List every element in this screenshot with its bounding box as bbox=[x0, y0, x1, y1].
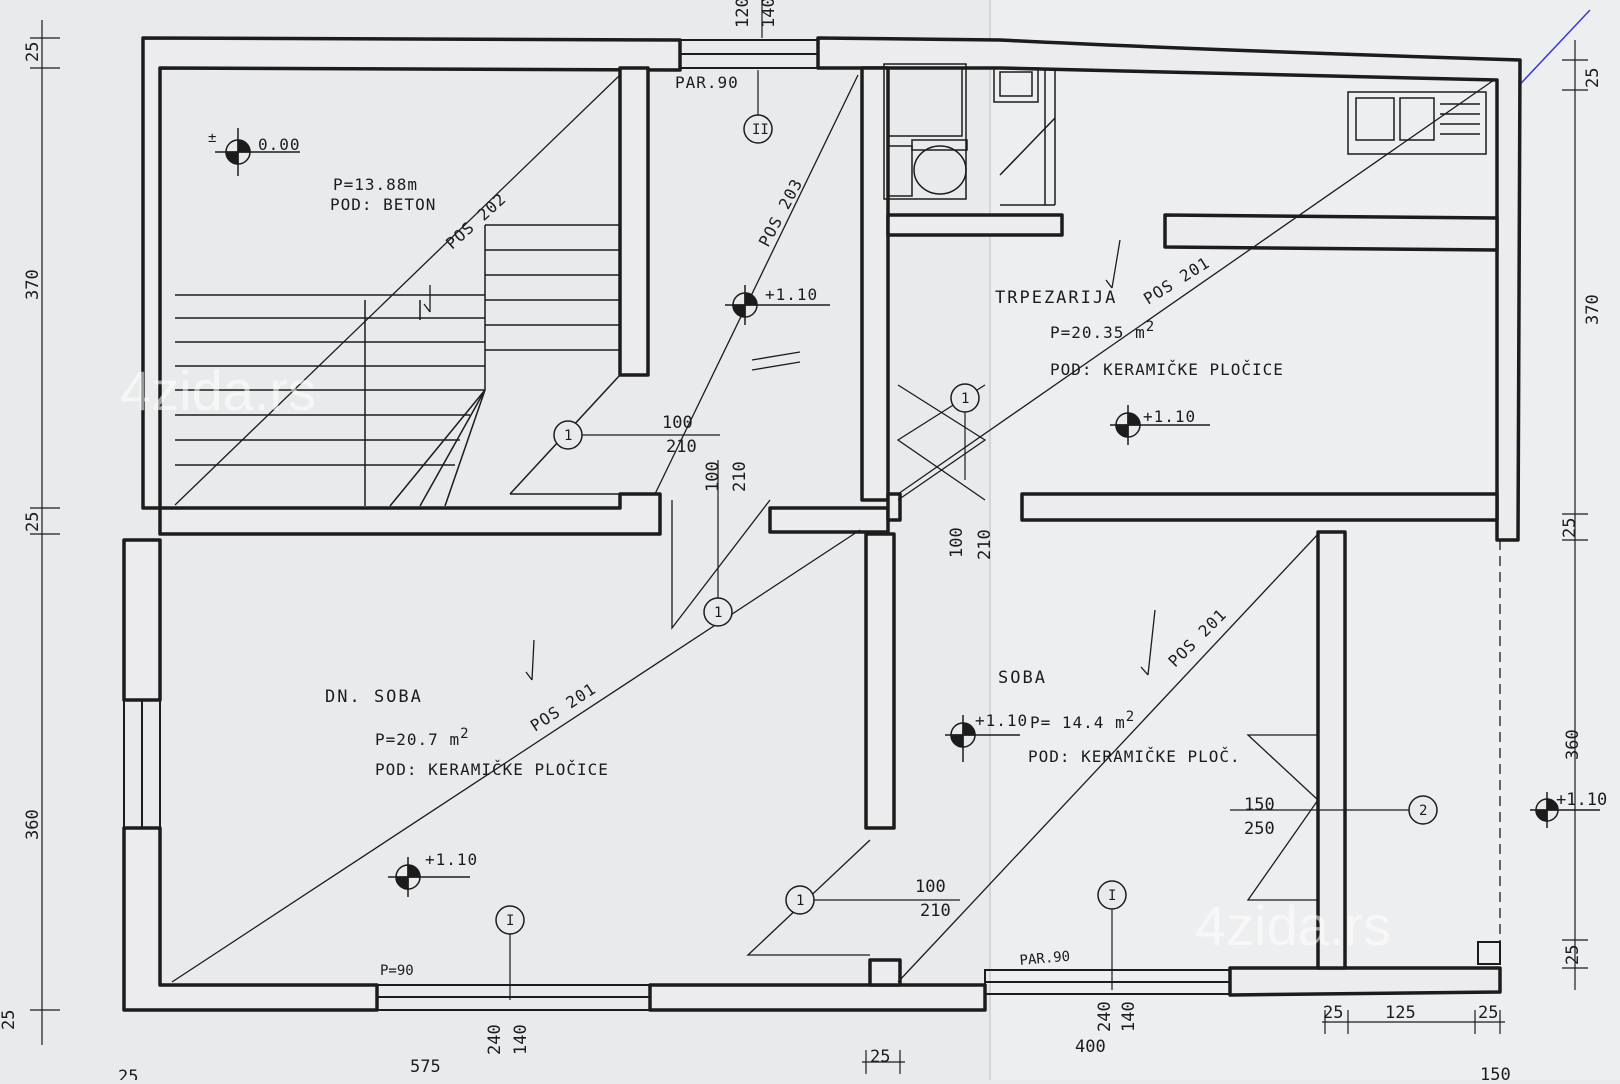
dim-bottom-c: 400 bbox=[1075, 1037, 1106, 1057]
dim-bottom-g: 150 bbox=[1480, 1065, 1511, 1080]
living-parapet-label: P=90 bbox=[380, 963, 414, 979]
bedroom-name: SOBA bbox=[998, 668, 1047, 688]
dim-bottom-e: 125 bbox=[1385, 1003, 1416, 1023]
dimension-lines bbox=[30, 0, 1588, 1074]
dim-left-lower: 360 bbox=[23, 809, 43, 840]
dim-bottom-f: 25 bbox=[1478, 1003, 1498, 1023]
door-d4-height: 210 bbox=[920, 901, 951, 921]
dim-bottom-b: 25 bbox=[870, 1047, 890, 1067]
watermark-left: 4zida.rs bbox=[120, 359, 316, 422]
living-floor-label: POD: KERAMIČKE PLOČICE bbox=[375, 760, 609, 779]
storage-area-label: P=13.88m bbox=[333, 175, 418, 194]
storage-floor-label: POD: BETON bbox=[330, 195, 436, 214]
windows bbox=[123, 39, 1231, 1011]
level-marker-hall bbox=[725, 285, 830, 325]
door-d5-tag: 2 bbox=[1419, 803, 1427, 819]
door-d2-tag: 1 bbox=[714, 605, 722, 621]
dim-right-lower: 360 bbox=[1563, 729, 1583, 760]
door-d3-width: 100 bbox=[947, 527, 967, 558]
staircase bbox=[175, 224, 621, 507]
bedroom-parapet-label: PAR.90 bbox=[1019, 949, 1071, 969]
dim-right-upper: 370 bbox=[1583, 294, 1603, 325]
level-marker-dining bbox=[1110, 405, 1210, 445]
level-marker-exterior bbox=[1530, 792, 1600, 828]
door-d2-height: 210 bbox=[730, 461, 750, 492]
living-level-label: +1.10 bbox=[425, 850, 478, 869]
bedroom-level-label: +1.10 bbox=[975, 711, 1028, 730]
window-bottom-right-h1: 240 bbox=[1095, 1001, 1115, 1032]
hall-level-label: +1.10 bbox=[765, 285, 818, 304]
window-top-h2: 140 bbox=[759, 0, 779, 28]
door-d1-width: 100 bbox=[662, 413, 693, 433]
dim-bottom-a: 575 bbox=[410, 1057, 441, 1077]
dining-area-label: P=20.35 m2 bbox=[1050, 319, 1155, 342]
blue-stray-line bbox=[1509, 9, 1591, 96]
door-d1-height: 210 bbox=[666, 437, 697, 457]
dim-right-mid: 25 bbox=[1560, 518, 1580, 538]
dining-level-label: +1.10 bbox=[1143, 407, 1196, 426]
dining-floor-label: POD: KERAMIČKE PLOČICE bbox=[1050, 360, 1284, 379]
exterior-level-label: +1.10 bbox=[1556, 790, 1607, 810]
living-room-name: DN. SOBA bbox=[325, 687, 423, 707]
living-area-label: P=20.7 m2 bbox=[375, 726, 470, 749]
door-d5-width: 150 bbox=[1244, 795, 1275, 815]
door-d3-height: 210 bbox=[975, 529, 995, 560]
level-marker-storage bbox=[215, 128, 300, 176]
watermark-right: 4zida.rs bbox=[1195, 894, 1391, 957]
bedroom-floor-label: POD: KERAMIČKE PLOČ. bbox=[1028, 747, 1241, 766]
window-bottom-right-h2: 140 bbox=[1119, 1001, 1139, 1032]
dim-left-top: 25 bbox=[23, 42, 43, 62]
walls bbox=[122, 36, 1522, 1012]
bathroom-fixtures bbox=[883, 63, 1487, 206]
dim-left-bottom: 25 bbox=[0, 1010, 19, 1030]
level-plus-sign: ± bbox=[208, 130, 216, 146]
dim-right-top: 25 bbox=[1583, 68, 1603, 88]
living-window-tag: I bbox=[506, 913, 514, 929]
window-bottom-left-h1: 240 bbox=[485, 1024, 505, 1055]
storage-level-label: 0.00 bbox=[258, 135, 301, 154]
dim-right-bottom: 25 bbox=[1563, 945, 1583, 965]
dim-bottom-edge: 25 bbox=[118, 1067, 138, 1080]
level-markers bbox=[215, 128, 1600, 897]
span-lines bbox=[171, 74, 1495, 983]
window-top-tag: II bbox=[752, 122, 769, 138]
window-top-h1: 120 bbox=[733, 0, 753, 28]
door-d2-width: 100 bbox=[703, 461, 723, 492]
door-d4-tag: 1 bbox=[796, 893, 804, 909]
tag-leaders bbox=[509, 70, 1409, 1000]
door-d3-tag: 1 bbox=[961, 391, 969, 407]
door-d1-tag: 1 bbox=[564, 428, 572, 444]
door-d5-height: 250 bbox=[1244, 819, 1275, 839]
dim-bottom-d: 25 bbox=[1323, 1003, 1343, 1023]
level-marker-living bbox=[388, 857, 470, 897]
dim-left-upper: 370 bbox=[23, 269, 43, 300]
tag-circles bbox=[495, 114, 1438, 935]
bedroom-window-tag: I bbox=[1108, 888, 1116, 904]
dim-left-mid: 25 bbox=[23, 512, 43, 532]
bedroom-area-label: P= 14.4 m2 bbox=[1030, 709, 1135, 732]
dining-room-name: TRPEZARIJA bbox=[995, 288, 1117, 308]
hall-parapet-label: PAR.90 bbox=[675, 73, 739, 92]
level-marker-bedroom bbox=[945, 715, 1020, 762]
direction-arrows bbox=[423, 239, 1156, 681]
window-bottom-left-h2: 140 bbox=[511, 1024, 531, 1055]
door-d4-width: 100 bbox=[915, 877, 946, 897]
